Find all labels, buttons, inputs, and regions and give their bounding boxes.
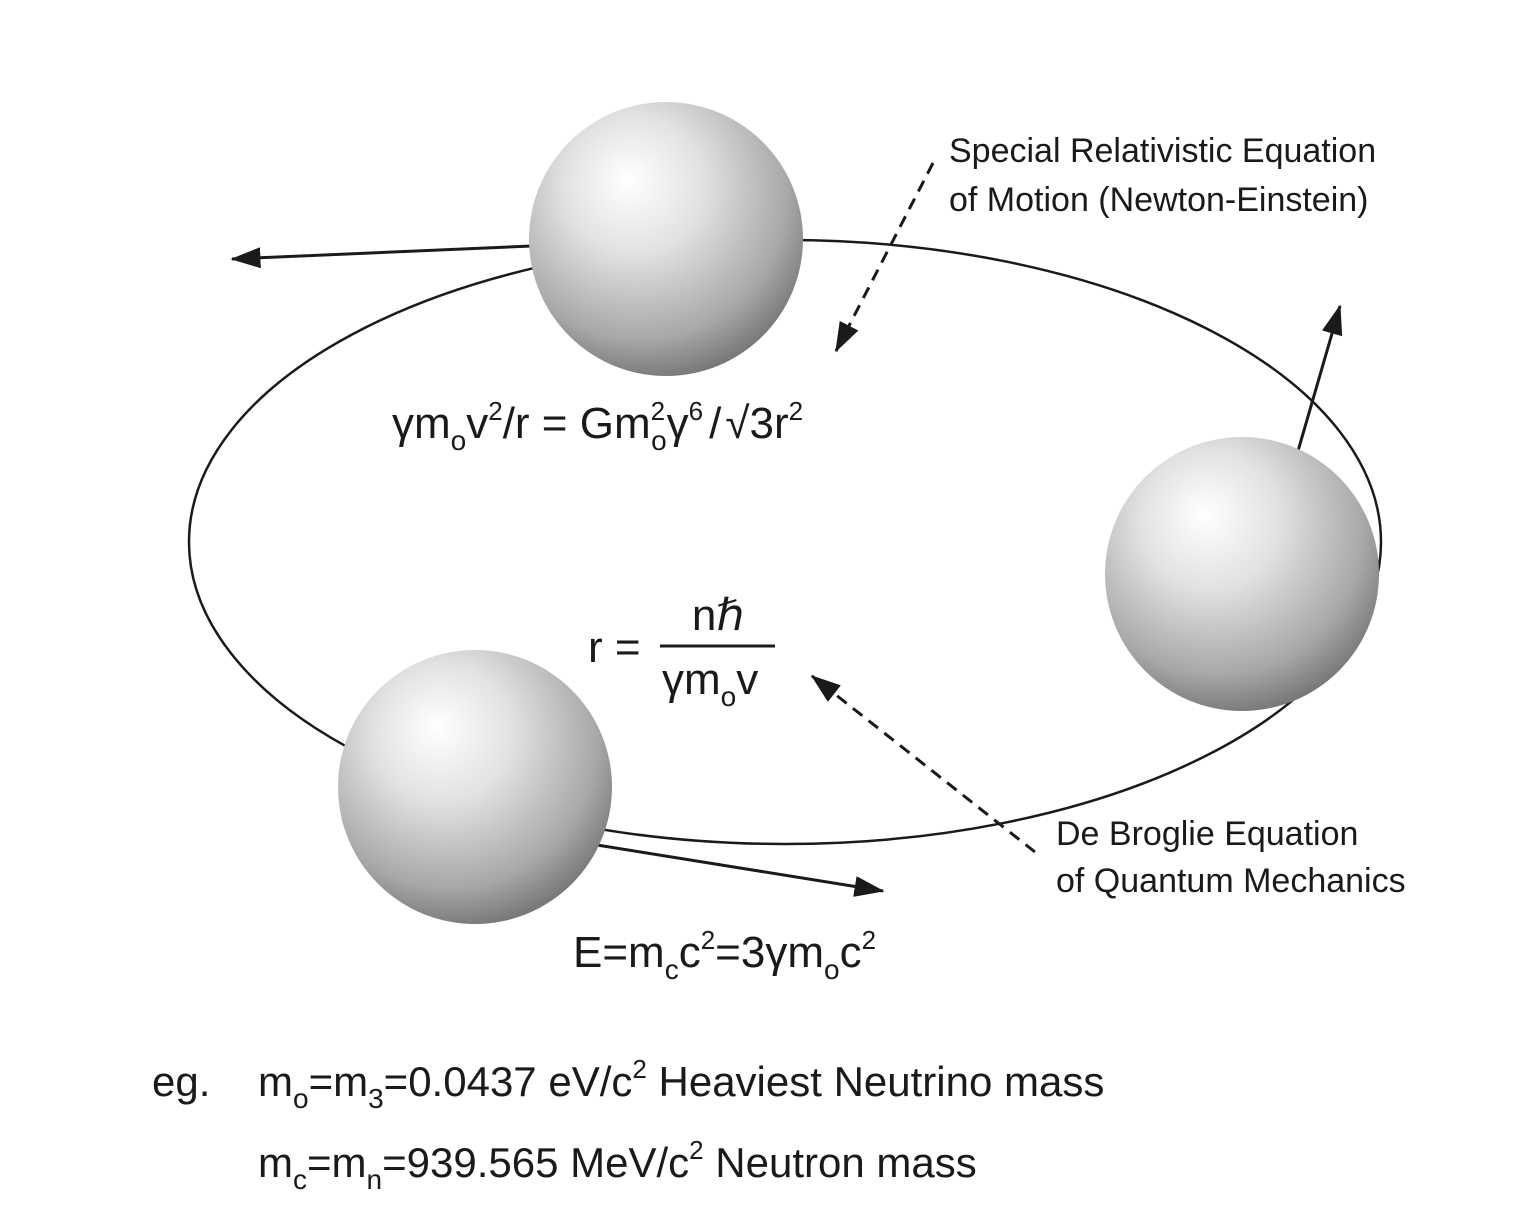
annotation-de-broglie-line1: De Broglie Equation	[1056, 815, 1358, 853]
velocity-arrow-top	[230, 244, 533, 269]
velocity-arrow-bottom	[596, 843, 885, 897]
velocity-arrow-right	[1296, 304, 1343, 452]
callout-arrow-de-broglie	[810, 674, 1036, 854]
equation-numerator: nℏ	[692, 591, 744, 640]
example-line-neutron-mass: mc=mn=939.565 MeV/c2 Neutron mass	[258, 1135, 977, 1195]
annotation-de-broglie-line2: of Quantum Mechanics	[1056, 862, 1406, 900]
sphere-bottom-left	[338, 650, 612, 924]
sphere-right	[1105, 437, 1379, 711]
example-prefix: eg.	[152, 1058, 210, 1105]
annotation-special-relativity-line2: of Motion (Newton-Einstein)	[949, 181, 1369, 219]
equation-r-eq: r =	[588, 623, 641, 672]
example-line-neutrino-mass: mo=m3=0.0437 eV/c2 Heaviest Neutrino mas…	[258, 1054, 1104, 1114]
equation-denominator: γmov	[662, 655, 758, 712]
equation-energy: E=mcc2=3γmoc2	[573, 925, 876, 985]
sphere-top	[529, 102, 803, 376]
callout-arrow-special-relativity	[834, 162, 935, 353]
annotation-special-relativity-line1: Special Relativistic Equation	[949, 132, 1376, 170]
